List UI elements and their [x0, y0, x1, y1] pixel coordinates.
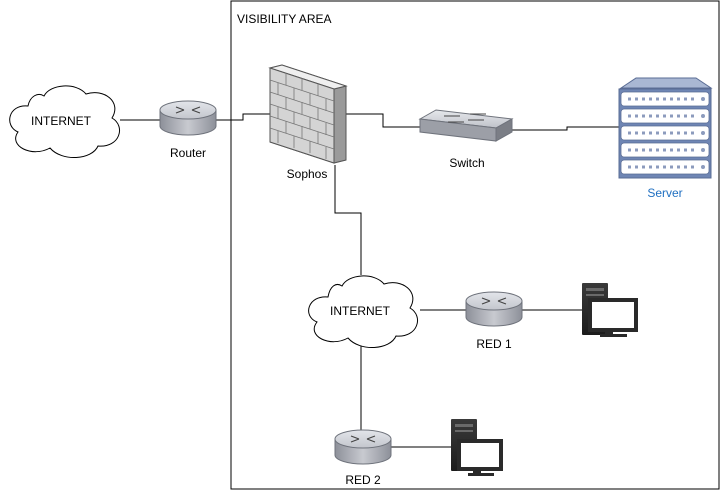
switch-icon: [418, 109, 514, 142]
router-label: Router: [170, 146, 206, 160]
connectors: [120, 113, 619, 448]
red2-label: RED 2: [345, 473, 381, 487]
visibility-area-label: VISIBILITY AREA: [237, 12, 332, 26]
desktop-computer-icon: [451, 419, 503, 476]
pc-1: [582, 283, 638, 337]
internet-cloud-top: INTERNET: [9, 85, 121, 158]
firewall-label: Sophos: [287, 167, 328, 181]
router: Router: [159, 100, 217, 160]
server-icon: [618, 77, 713, 179]
link-firewall-switch: [346, 113, 420, 128]
switch-label: Switch: [449, 156, 484, 170]
cloud-icon: [308, 275, 419, 348]
server: Server: [618, 77, 713, 200]
red1-label: RED 1: [476, 337, 512, 351]
link-firewall-internet: [334, 165, 362, 275]
link-router-firewall: [216, 113, 270, 121]
pc-2: [451, 419, 503, 476]
firewall: Sophos: [268, 64, 348, 181]
red1-router: RED 1: [465, 291, 523, 351]
firewall-icon: [268, 64, 348, 164]
visibility-area: [230, 0, 720, 490]
desktop-computer-icon: [582, 283, 638, 337]
switch: Switch: [418, 109, 514, 170]
server-label: Server: [647, 186, 682, 200]
cloud-icon: [9, 85, 121, 158]
link-switch-server: [512, 126, 619, 131]
internet-mid-label: INTERNET: [330, 304, 391, 318]
internet-top-label: INTERNET: [31, 114, 92, 128]
internet-cloud-mid: INTERNET: [308, 275, 419, 348]
red2-router: RED 2: [334, 429, 392, 487]
